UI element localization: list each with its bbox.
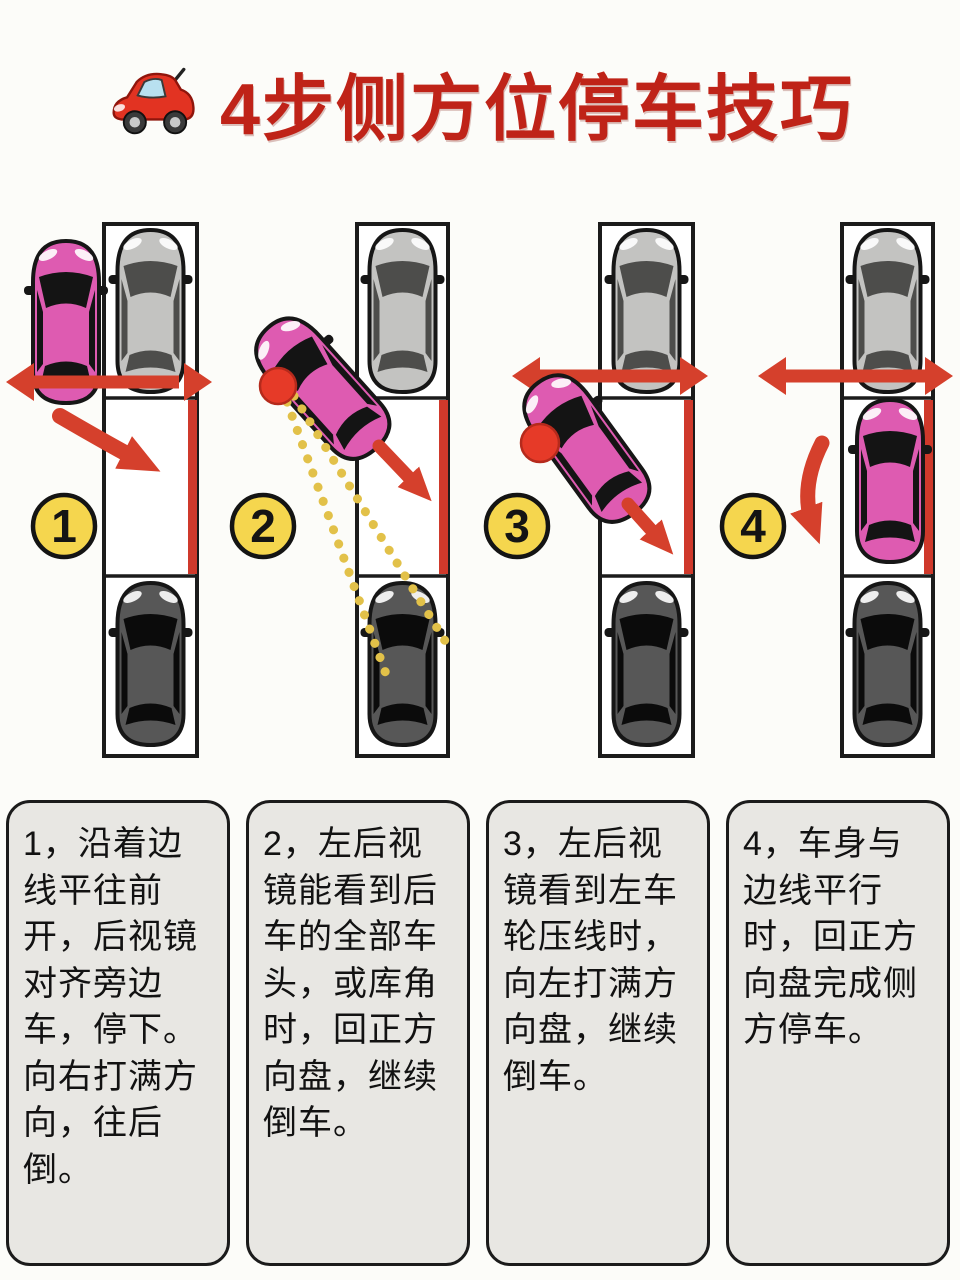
step-4-badge-number: 4 xyxy=(740,500,766,552)
step-2-parked-car-bottom xyxy=(358,581,447,747)
step-4-range-arrow xyxy=(758,357,953,395)
instruction-card-2: 2，左后视镜能看到后车的全部车头，或库角时，回正方向盘，继续倒车。 xyxy=(246,800,470,1266)
car-windshield xyxy=(136,78,167,99)
step-2-badge-number: 2 xyxy=(250,500,276,552)
instruction-card-1: 1，沿着边线平往前开，后视镜对齐旁边车，停下。向右打满方向，往后倒。 xyxy=(6,800,230,1266)
car-wheel-hub xyxy=(169,117,181,128)
step-3-badge-number: 3 xyxy=(504,500,530,552)
step-1-range-arrow xyxy=(6,363,212,401)
step-3-diagram: 3 xyxy=(483,222,708,758)
step-2-badge xyxy=(229,492,297,560)
step-1-diagram: 1 xyxy=(6,222,212,758)
step-3-move-arrow xyxy=(621,497,674,555)
step-2-sight-line-left xyxy=(282,397,391,679)
step-2-mirror-dot xyxy=(258,366,298,406)
car-antenna xyxy=(173,67,186,82)
step-3-badge xyxy=(483,492,551,560)
step-3-mirror-dot xyxy=(519,422,561,464)
step-4-move-arrow xyxy=(790,435,830,545)
step-3-parked-car-top xyxy=(602,228,691,394)
step-1-badge-number: 1 xyxy=(51,500,77,552)
header: 4步侧方位停车技巧 xyxy=(0,42,960,162)
step-4-parked-car-top xyxy=(843,228,932,394)
step-3-parked-car-bottom xyxy=(602,581,691,747)
step-1-badge xyxy=(30,492,98,560)
page-title: 4步侧方位停车技巧 xyxy=(219,69,855,150)
step-4-ego-car-parked xyxy=(846,398,934,564)
car-wheel-hub xyxy=(129,117,141,128)
step-4-parked-car-bottom xyxy=(843,581,932,747)
red-car-side-icon xyxy=(112,67,195,135)
step-1-parked-car-bottom xyxy=(106,581,195,747)
instruction-cards: 1，沿着边线平往前开，后视镜对齐旁边车，停下。向右打满方向，往后倒。 2，左后视… xyxy=(6,800,954,1266)
instruction-text-4: 4，车身与边线平行时，回正方向盘完成侧方停车。 xyxy=(743,825,918,1050)
step-1-move-arrow xyxy=(52,408,161,472)
instruction-text-1: 1，沿着边线平往前开，后视镜对齐旁边车，停下。向右打满方向，往后倒。 xyxy=(23,825,198,1190)
car-highlight xyxy=(113,104,125,112)
step-2-diagram: 2 xyxy=(229,222,452,758)
instruction-card-3: 3，左后视镜看到左车轮压线时，向左打满方向盘，继续倒车。 xyxy=(486,800,710,1266)
step-4-badge xyxy=(719,492,787,560)
parking-steps-diagram: 1 2 3 xyxy=(6,222,953,758)
instruction-card-4: 4，车身与边线平行时，回正方向盘完成侧方停车。 xyxy=(726,800,950,1266)
step-2-parked-car-top xyxy=(358,228,447,394)
step-2-sight-line-right xyxy=(289,391,452,649)
instruction-text-3: 3，左后视镜看到左车轮压线时，向左打满方向盘，继续倒车。 xyxy=(503,825,678,1096)
step-1-parked-car-top xyxy=(106,228,195,394)
step-4-diagram: 4 xyxy=(719,222,953,758)
step-2-move-arrow xyxy=(372,439,432,502)
instruction-text-2: 2，左后视镜能看到后车的全部车头，或库角时，回正方向盘，继续倒车。 xyxy=(263,825,438,1143)
